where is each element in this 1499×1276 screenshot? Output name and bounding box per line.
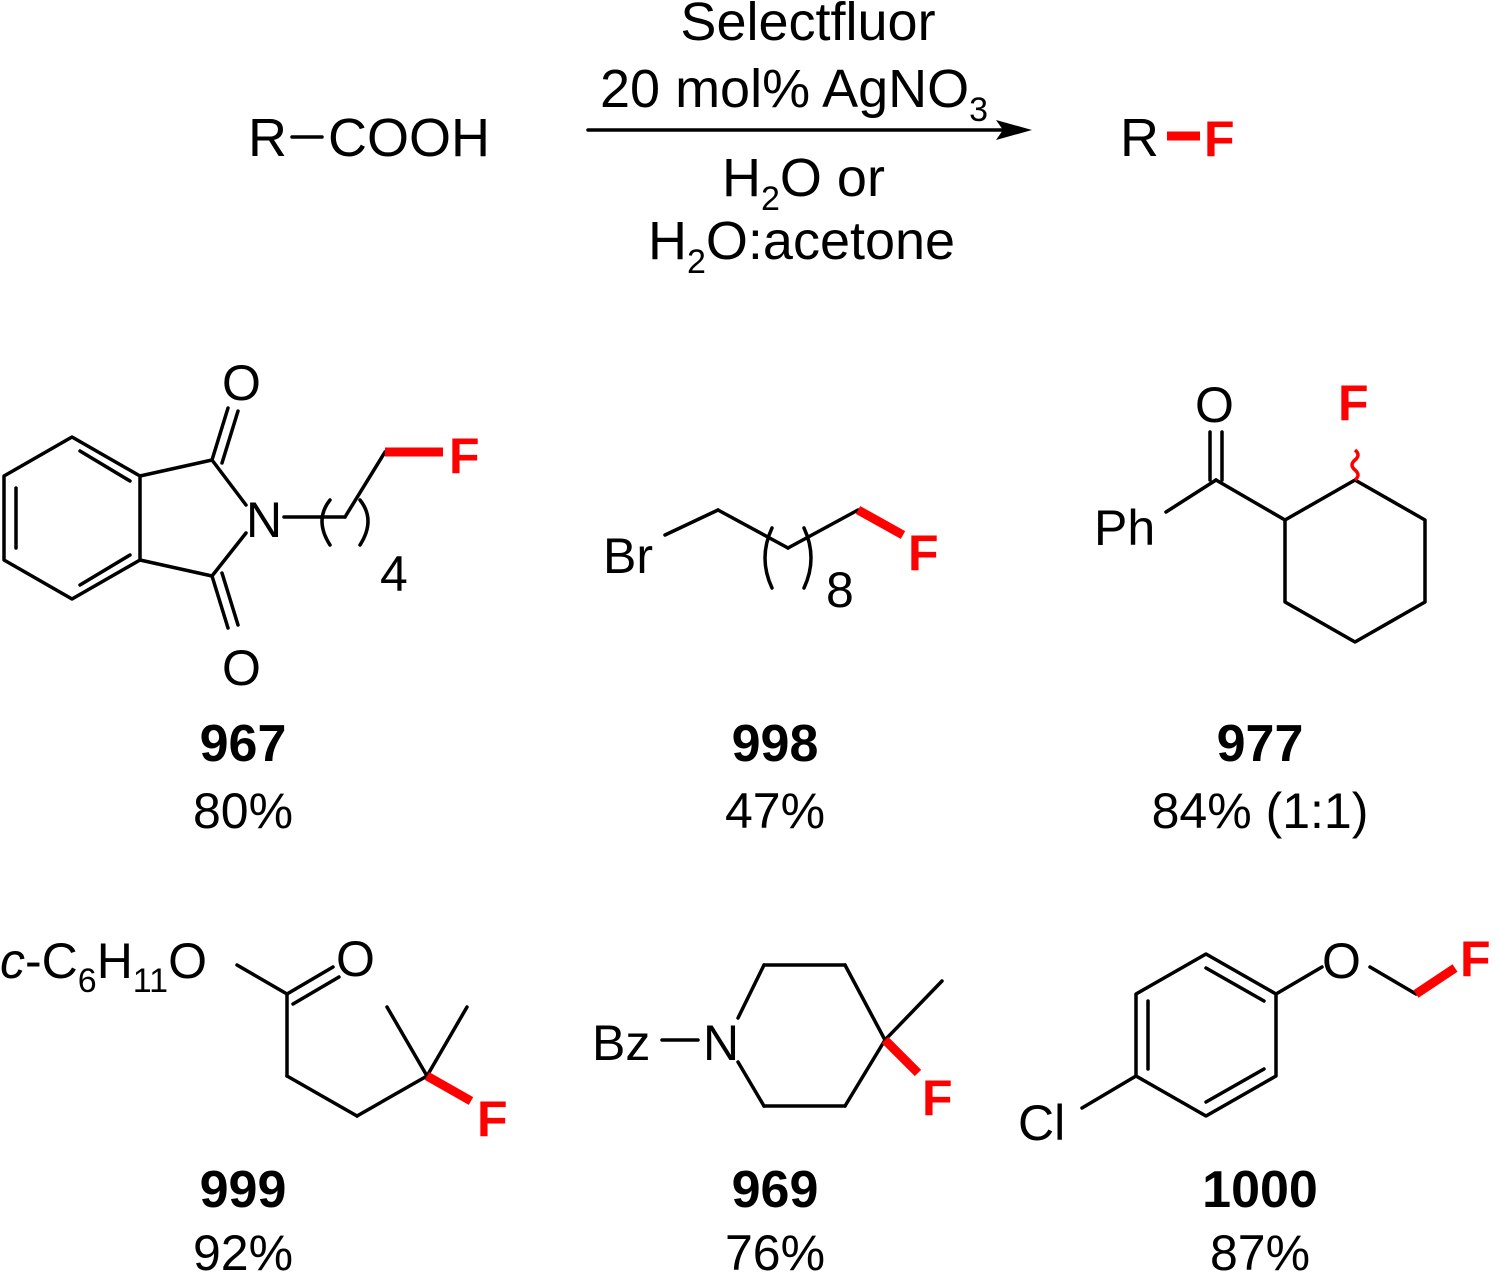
compound-999-structure: c-C6H11O O F: [0, 931, 508, 1147]
svg-text:F: F: [449, 428, 480, 484]
compound-998-yield: 47%: [725, 783, 825, 839]
svg-text:F: F: [1338, 375, 1369, 431]
svg-text:O: O: [1322, 933, 1361, 989]
svg-text:O: O: [336, 931, 375, 987]
svg-text:F: F: [922, 1070, 953, 1126]
solvent-water-acetone: H2O:acetone: [648, 211, 955, 281]
svg-text:Ph: Ph: [1094, 500, 1155, 556]
compound-969-number: 969: [732, 1161, 819, 1219]
svg-text:N: N: [246, 492, 282, 548]
compound-998-structure: Br 8 F: [603, 506, 939, 618]
compound-969-structure: Bz N F: [592, 963, 953, 1126]
reactant-cooh: COOH: [328, 108, 490, 168]
reagent-catalyst: 20 mol% AgNO3: [600, 59, 988, 129]
svg-text:F: F: [908, 525, 939, 581]
reagent-selectfluor: Selectfluor: [680, 0, 935, 52]
compound-999-number: 999: [200, 1161, 287, 1219]
compound-1000-number: 1000: [1202, 1161, 1318, 1219]
compound-977-number: 977: [1217, 715, 1304, 773]
compound-967-yield: 80%: [193, 783, 293, 839]
compound-999-yield: 92%: [193, 1225, 293, 1276]
reaction-arrow: [586, 120, 1032, 140]
reactant-r: R: [248, 108, 287, 168]
product-r: R: [1120, 108, 1159, 168]
svg-text:4: 4: [380, 546, 408, 602]
product-f: F: [1204, 111, 1235, 167]
compound-977-structure: O Ph F: [1094, 375, 1427, 644]
reaction-equation: R COOH Selectfluor 20 mol% AgNO3 H2O or …: [248, 0, 1235, 281]
compound-967-structure: O O N 4 F: [2, 355, 480, 696]
svg-text:c-C6H11O: c-C6H11O: [0, 933, 207, 1000]
svg-text:F: F: [477, 1091, 508, 1147]
compound-1000-yield: 87%: [1210, 1225, 1310, 1276]
svg-text:O: O: [1195, 377, 1234, 433]
svg-text:F: F: [1460, 931, 1491, 987]
svg-text:8: 8: [826, 562, 854, 618]
compound-969-yield: 76%: [725, 1225, 825, 1276]
compound-967-number: 967: [200, 715, 287, 773]
solvent-water: H2O or: [722, 148, 885, 218]
svg-text:Bz: Bz: [592, 1015, 650, 1071]
compound-998-number: 998: [732, 715, 819, 773]
svg-text:Cl: Cl: [1018, 1095, 1065, 1151]
compound-977-yield: 84% (1:1): [1152, 783, 1369, 839]
svg-text:N: N: [703, 1015, 739, 1071]
compound-1000-structure: O Cl F: [1018, 931, 1491, 1151]
svg-text:Br: Br: [603, 528, 653, 584]
svg-text:O: O: [222, 640, 261, 696]
svg-text:O: O: [222, 355, 261, 411]
